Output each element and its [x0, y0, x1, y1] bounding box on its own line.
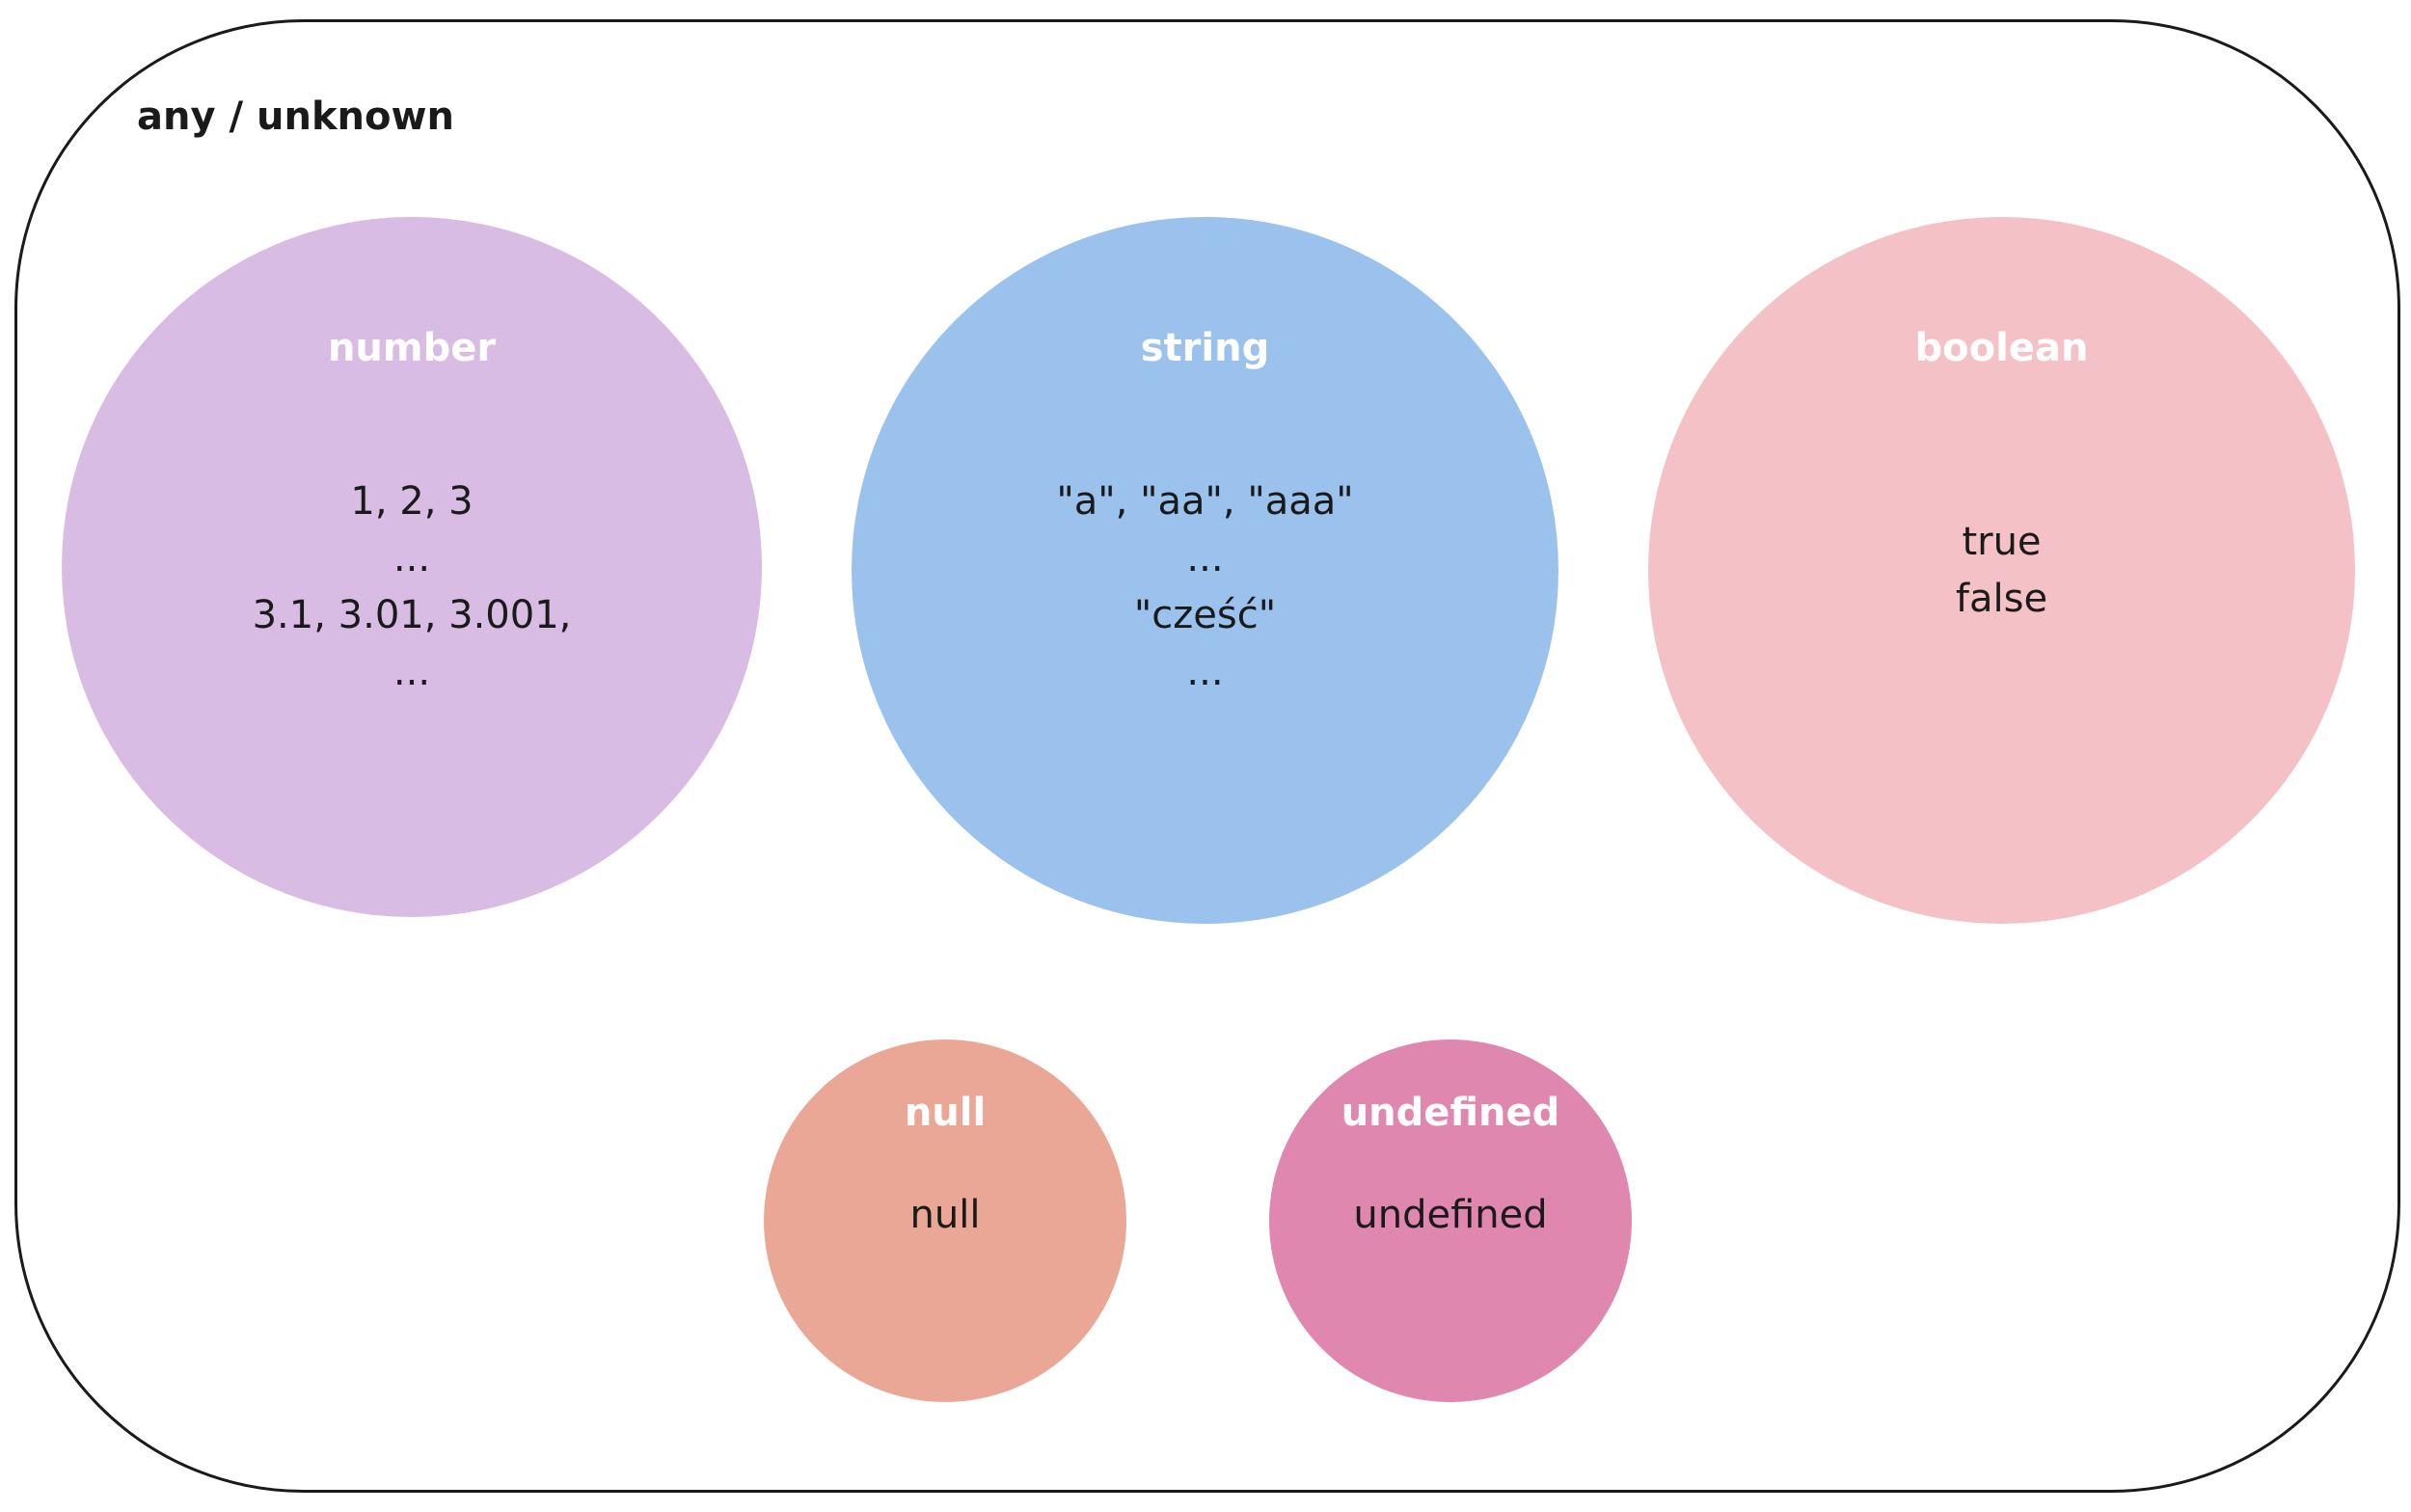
type-value: "a", "aa", "aaa" — [1056, 479, 1354, 524]
type-value: false — [1955, 577, 2048, 621]
type-circle-boolean: boolean true false — [1648, 217, 2355, 924]
type-value: true — [1962, 520, 2042, 564]
type-title-null: null — [904, 1091, 987, 1135]
type-value: 3.1, 3.01, 3.001, — [252, 593, 572, 637]
type-title-undefined: undefined — [1341, 1091, 1560, 1135]
type-circle-number: number 1, 2, 3 ... 3.1, 3.01, 3.001, ... — [62, 217, 762, 917]
type-value: ... — [393, 650, 431, 694]
type-values-string: "a", "aa", "aaa" ... "cześć" ... — [852, 473, 1558, 701]
type-value: ... — [1186, 650, 1224, 694]
type-values-null: null — [764, 1187, 1126, 1244]
type-value: undefined — [1353, 1193, 1548, 1237]
container-title: any / unknown — [137, 94, 454, 139]
type-values-undefined: undefined — [1269, 1187, 1632, 1244]
type-title-number: number — [327, 326, 497, 370]
type-value: null — [909, 1193, 981, 1237]
type-values-boolean: true false — [1648, 514, 2355, 628]
type-title-string: string — [1140, 326, 1270, 370]
type-circle-string: string "a", "aa", "aaa" ... "cześć" ... — [852, 217, 1558, 924]
type-values-number: 1, 2, 3 ... 3.1, 3.01, 3.001, ... — [62, 473, 762, 701]
type-value: ... — [1186, 536, 1224, 580]
type-value: ... — [393, 536, 431, 580]
type-circle-undefined: undefined undefined — [1269, 1040, 1632, 1402]
type-value: 1, 2, 3 — [350, 479, 474, 524]
type-value: "cześć" — [1133, 593, 1277, 637]
type-title-boolean: boolean — [1914, 326, 2089, 370]
type-circle-null: null null — [764, 1040, 1126, 1402]
